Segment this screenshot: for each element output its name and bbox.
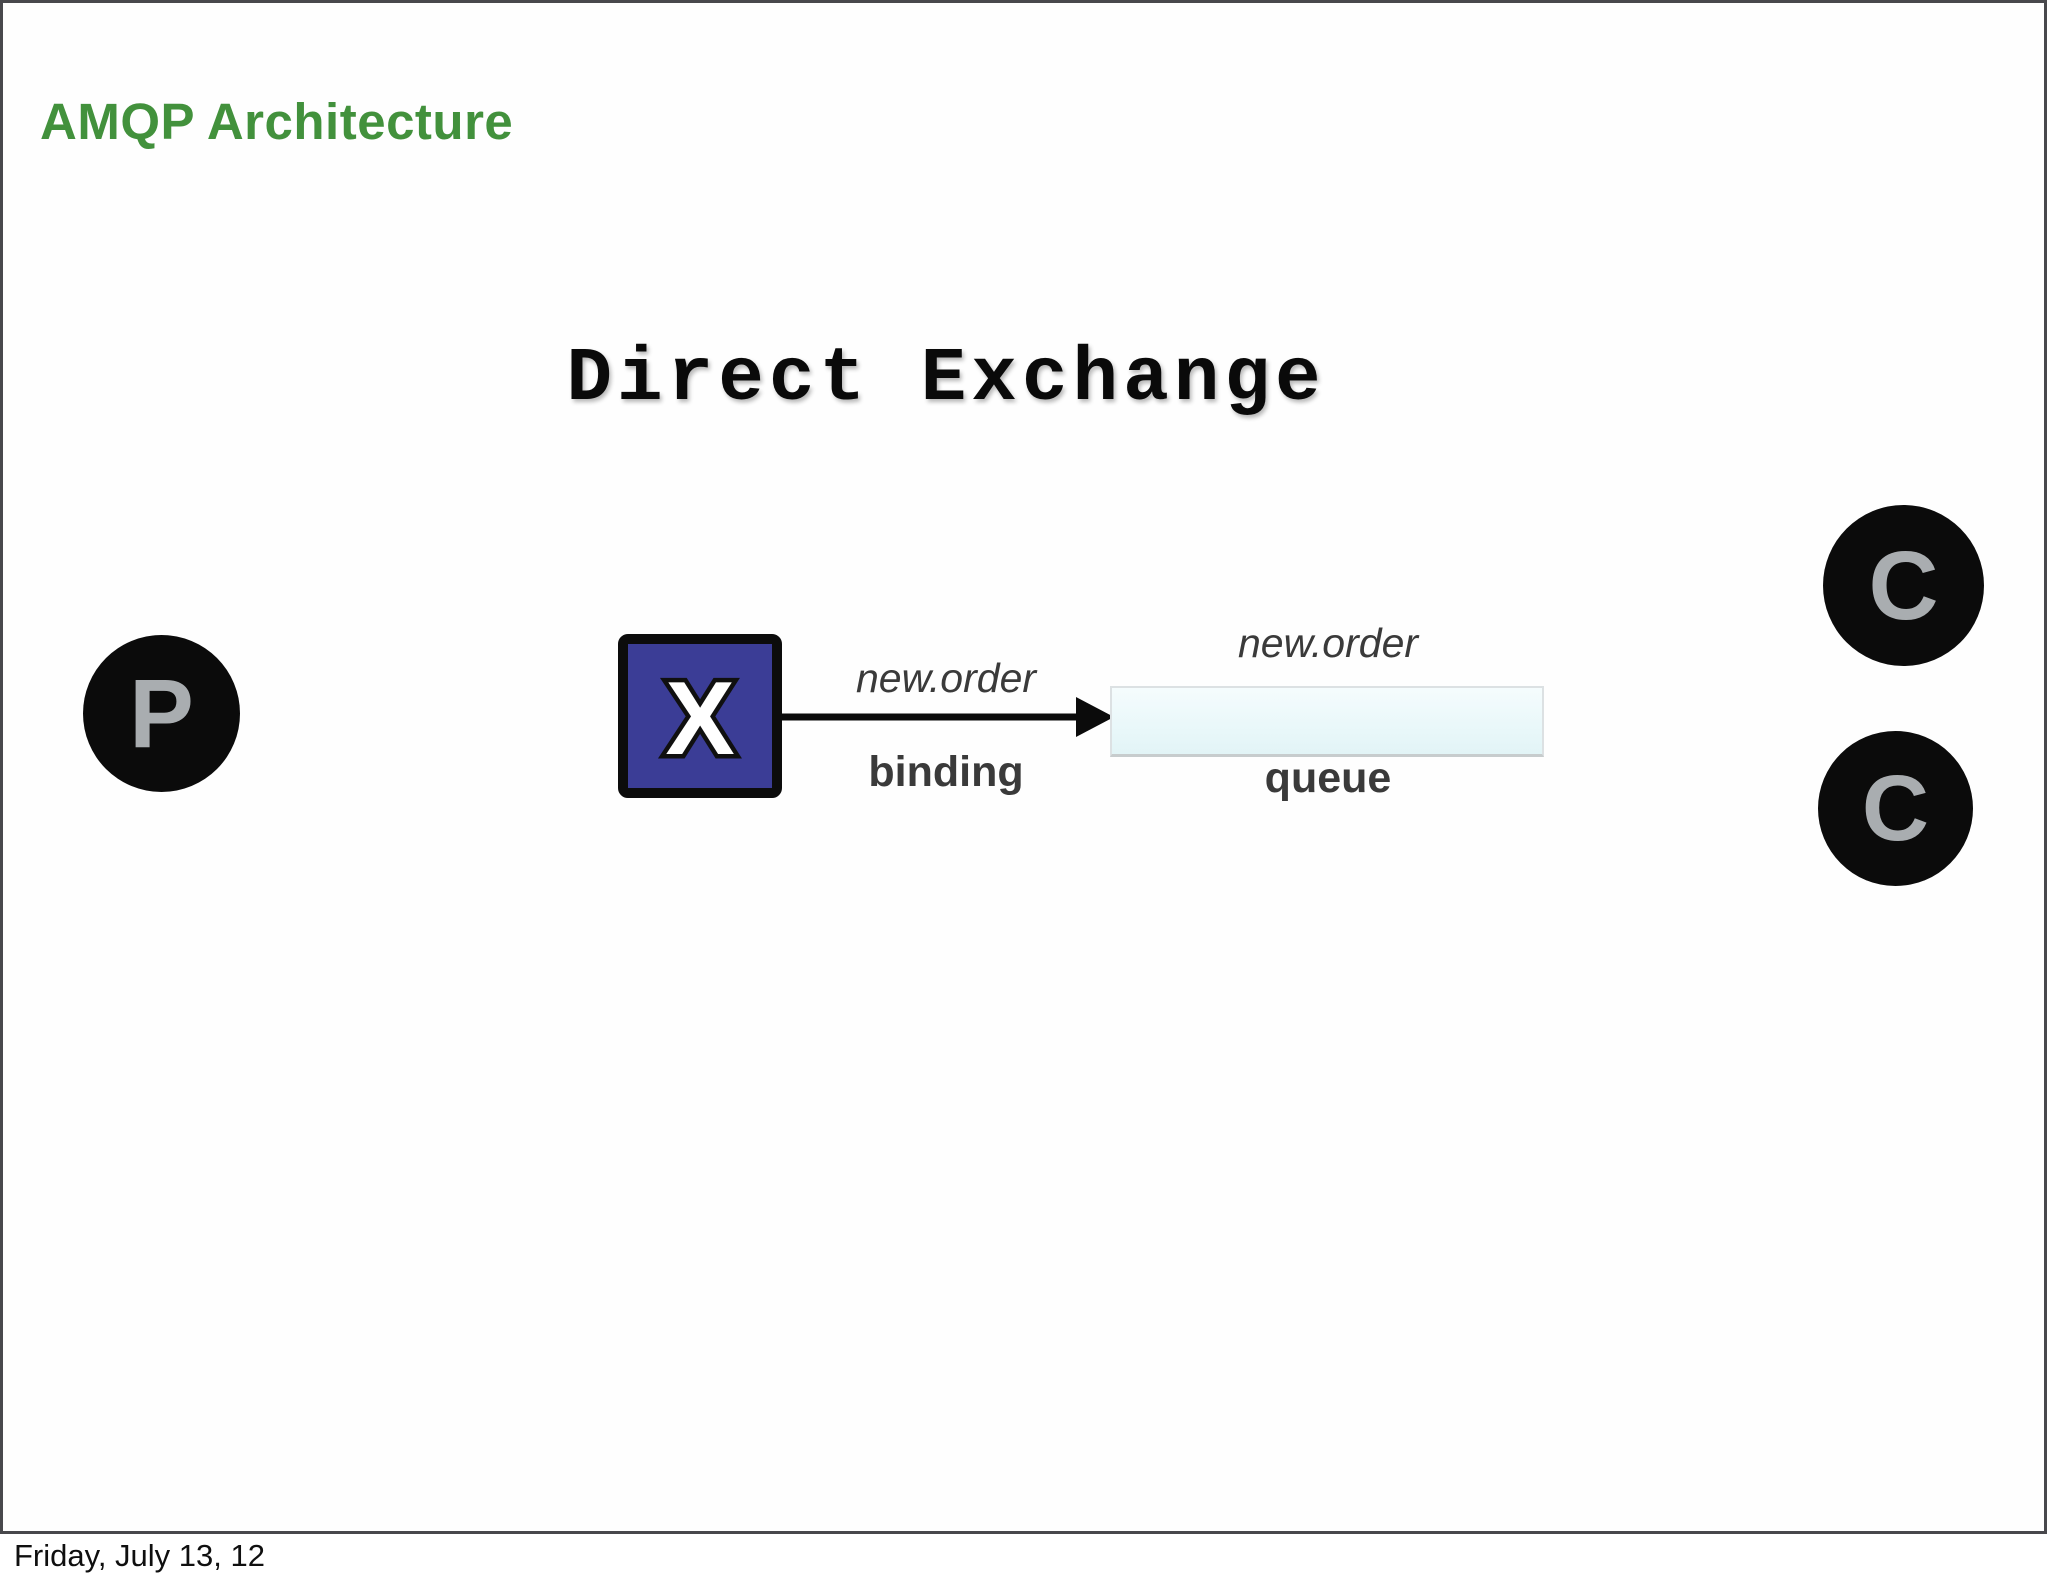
footer-date: Friday, July 13, 12 [14, 1538, 265, 1573]
exchange-label: X [665, 661, 734, 777]
binding-routing-key: new.order [855, 655, 1037, 701]
queue-routing-key: new.order [1237, 620, 1419, 666]
diagram-heading: Direct Exchange [566, 336, 1326, 422]
exchange-node: X [618, 634, 782, 798]
exchange-icon: X [661, 657, 739, 782]
binding-arrow-icon [782, 697, 1114, 737]
arrow-head [1076, 697, 1114, 737]
producer-label: P [129, 659, 194, 768]
producer-node: P [83, 635, 240, 792]
consumer-node-1: C [1823, 505, 1984, 666]
slide-title: AMQP Architecture [40, 93, 514, 150]
consumer-label-1: C [1868, 531, 1939, 640]
consumer-label-2: C [1861, 756, 1930, 860]
queue-caption: queue [1264, 754, 1392, 802]
slide-frame [0, 0, 2047, 1534]
queue-box [1110, 686, 1544, 757]
binding-caption: binding [868, 748, 1024, 796]
consumer-node-2: C [1818, 731, 1973, 886]
